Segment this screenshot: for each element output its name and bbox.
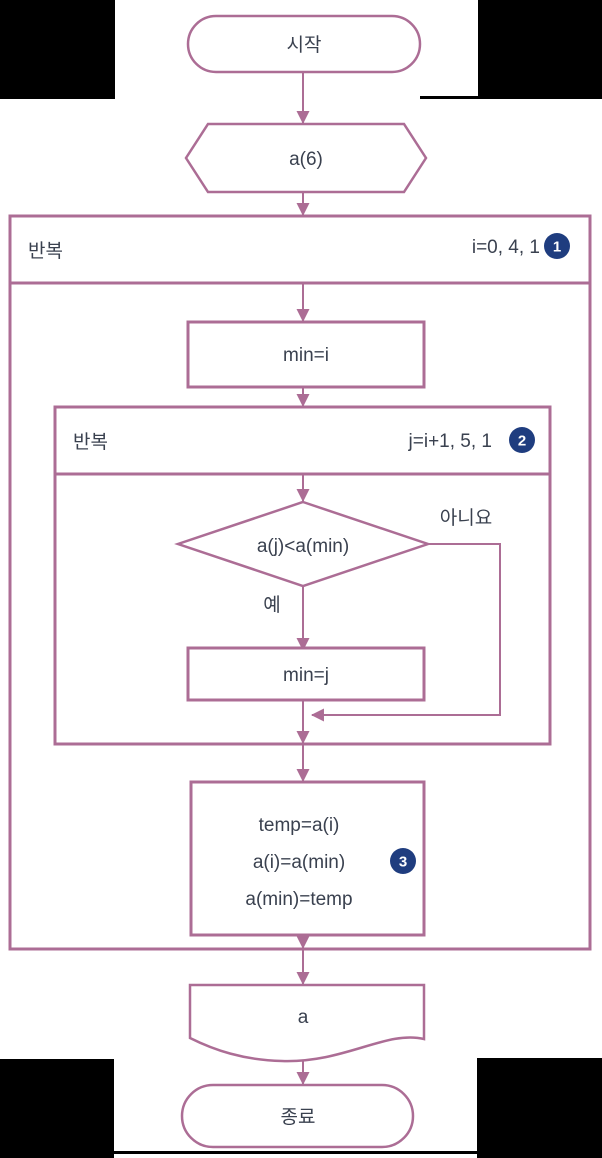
outer-loop-condition: i=0, 4, 1: [472, 237, 540, 258]
min-i-label: min=i: [283, 345, 329, 366]
decision-label: a(j)<a(min): [257, 536, 349, 557]
decision-no-label: 아니요: [440, 507, 492, 529]
mask-bottom-left: [0, 1059, 114, 1158]
rule-top-right: [420, 96, 602, 99]
inner-loop-condition: j=i+1, 5, 1: [408, 431, 492, 452]
mask-top-left: [0, 0, 115, 99]
decision-node: [174, 500, 432, 588]
swap-line-2: a(i)=a(min): [253, 852, 345, 873]
output-label: a: [298, 1007, 309, 1028]
rule-bottom: [0, 1151, 602, 1154]
badge-3-icon: [390, 848, 416, 874]
mask-top-right: [478, 0, 602, 99]
end-terminal: [180, 1083, 415, 1149]
process-min-i: [186, 320, 426, 389]
connector-decision-no: [310, 543, 501, 722]
outer-loop-label: 반복: [28, 240, 63, 262]
swap-line-1: temp=a(i): [259, 815, 340, 836]
badge-2-number: 2: [518, 433, 526, 450]
decision-yes-label: 예: [263, 594, 280, 616]
end-label: 종료: [281, 1107, 316, 1128]
input-node: [184, 122, 428, 194]
badge-2-icon: [509, 427, 535, 453]
process-min-j: [186, 646, 426, 702]
mask-bottom-right: [477, 1058, 602, 1158]
inner-loop-label: 반복: [73, 431, 108, 453]
badge-3-number: 3: [399, 854, 407, 871]
min-j-label: min=j: [283, 665, 329, 686]
input-label: a(6): [289, 149, 323, 170]
badge-1-icon: [544, 233, 570, 259]
start-label: 시작: [287, 34, 322, 56]
swap-line-3: a(min)=temp: [245, 889, 352, 910]
output-node: [188, 983, 426, 1063]
start-terminal: [186, 14, 422, 74]
process-swap: [189, 780, 426, 937]
badge-1-number: 1: [553, 239, 561, 256]
